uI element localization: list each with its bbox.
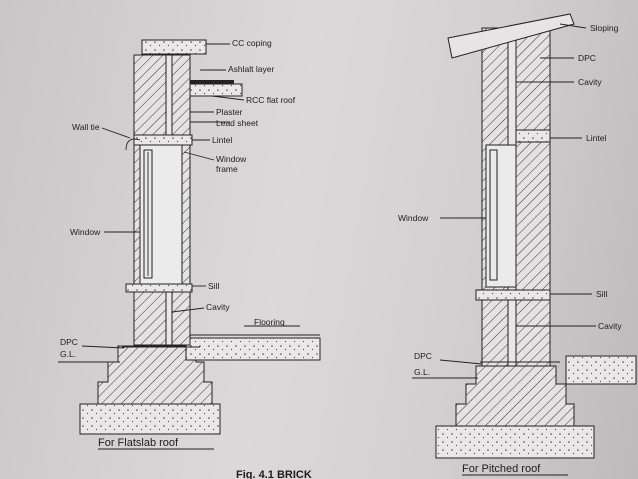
label-dpc-right: DPC — [414, 351, 432, 361]
caption-pitched: For Pitched roof — [462, 463, 541, 475]
right-floor-slab — [565, 355, 637, 385]
label-window-frame-1: Window — [216, 154, 247, 164]
label-cc-coping: CC coping — [232, 38, 272, 48]
left-lintel — [133, 134, 193, 146]
left-wall-tie — [125, 138, 141, 151]
label-wall-tie: Wall tie — [72, 122, 100, 132]
label-window: Window — [70, 227, 101, 237]
label-window-right: Window — [398, 213, 429, 223]
label-cavity: Cavity — [206, 302, 230, 312]
right-lintel — [515, 129, 551, 143]
right-sloping-roof — [447, 13, 575, 59]
left-foundation-concrete — [79, 403, 221, 435]
figure-title: Fig. 4.1 BRICK — [236, 469, 312, 479]
left-window-opening — [139, 144, 183, 286]
label-plaster: Plaster — [216, 107, 243, 117]
label-lintel-right: Lintel — [586, 133, 606, 143]
left-cc-coping — [141, 39, 207, 55]
label-dpc: DPC — [60, 337, 78, 347]
label-cavity-top: Cavity — [578, 77, 602, 87]
left-floor-slab — [185, 337, 321, 361]
label-dpc-top: DPC — [578, 53, 596, 63]
right-foundation-concrete — [435, 425, 595, 459]
label-lintel: Lintel — [212, 135, 232, 145]
label-window-frame-2: frame — [216, 164, 238, 174]
right-window-opening — [485, 144, 517, 288]
caption-flatslab: For Flatslab roof — [98, 437, 179, 449]
label-rcc-flat-roof: RCC flat roof — [246, 95, 296, 105]
label-sill: Sill — [208, 281, 219, 291]
label-lead-sheet: Lead sheet — [216, 118, 259, 128]
label-ashlait-layer: Ashlalt layer — [228, 64, 274, 74]
label-sloping: Sloping — [590, 23, 619, 33]
label-flooring: Flooring — [254, 317, 285, 327]
left-window-frame — [143, 149, 153, 279]
flatslab-detail: CC coping Ashlalt layer RCC flat roof Pl… — [58, 38, 321, 450]
right-sill — [475, 289, 551, 301]
right-footing-steps — [455, 365, 575, 427]
label-sill-right: Sill — [596, 289, 607, 299]
left-asphalt-layer — [190, 80, 234, 84]
right-window-frame — [489, 149, 498, 281]
label-cavity-right: Cavity — [598, 321, 622, 331]
pitched-detail: Sloping DPC Cavity Lintel Window Sill Ca… — [398, 13, 637, 476]
right-inner-leaf — [515, 27, 551, 367]
left-sill — [125, 283, 193, 293]
left-rcc-roof — [189, 83, 243, 97]
label-gl-right: G.L. — [414, 367, 430, 377]
label-gl: G.L. — [60, 349, 76, 359]
